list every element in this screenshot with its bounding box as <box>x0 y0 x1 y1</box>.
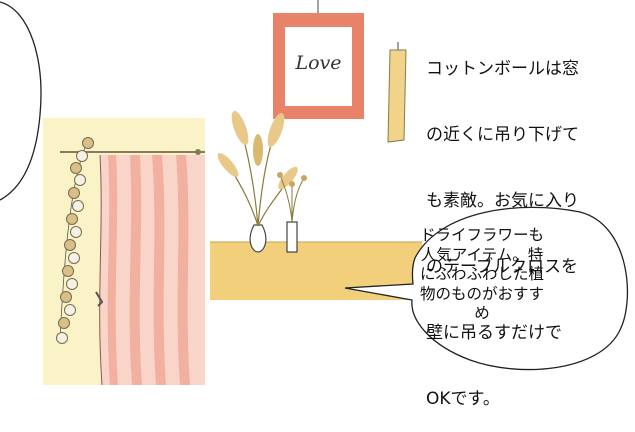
dried-flower-vase-2 <box>277 172 307 253</box>
dried-flower-vase-1 <box>217 110 298 253</box>
cotton-ball-garland <box>56 137 94 344</box>
note-line: の近くに吊り下げて <box>426 125 579 145</box>
note-line: 壁に吊るすだけで <box>426 323 562 343</box>
wall-hook <box>95 291 104 307</box>
note-line: のテーブルクロスを <box>426 257 578 277</box>
poster-text: Love <box>295 52 342 74</box>
illustration <box>0 0 629 385</box>
curtain <box>99 154 205 385</box>
speech-bubble-text: ドライフラワーも 人気アイテム。特 にふわふわした植 物のものがおすす め <box>420 226 545 322</box>
speech-bubble <box>344 206 629 371</box>
hanging-towel <box>387 42 407 143</box>
left-speech-bubble <box>0 1 42 201</box>
note-line: コットンボールは窓 <box>426 59 579 79</box>
cotton-ball-note: コットンボールは窓 の近くに吊り下げて も素敵。お気に入り のテーブルクロスを … <box>426 14 635 432</box>
note-line: も素敵。お気に入り <box>426 191 579 211</box>
note-line: OKです。 <box>426 389 500 409</box>
poster-inner <box>285 27 352 106</box>
